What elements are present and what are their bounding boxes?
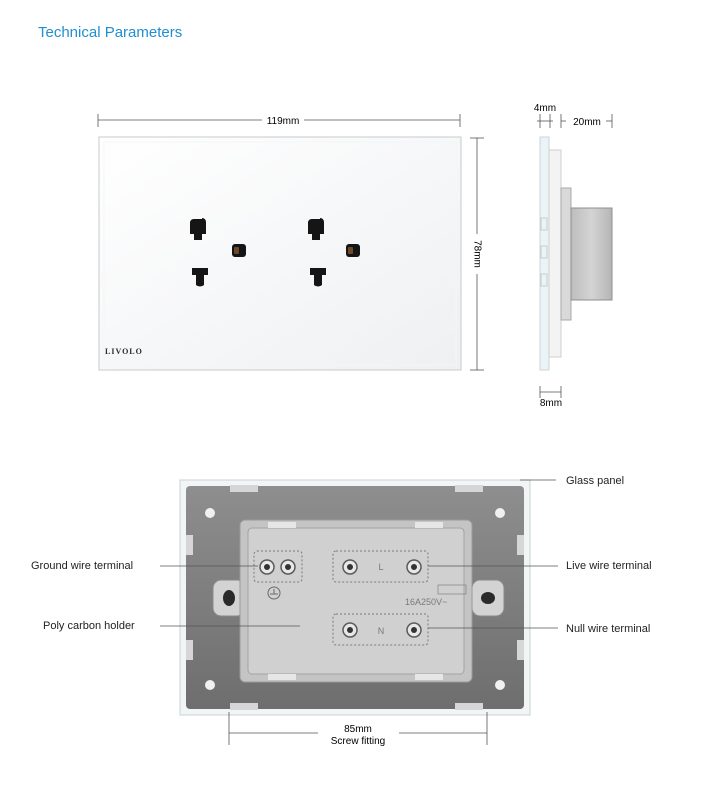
back-view [179,479,531,716]
side-dimensions [537,114,613,398]
front-height-dimension [470,137,484,371]
brand-logo-text: LIVOLO [105,347,143,356]
glass-panel-label: Glass panel [566,475,625,487]
outlet-left [190,218,246,287]
side-base-label: 8mm [540,398,562,409]
screw-fitting-label: Screw fitting [331,736,385,747]
side-depth-label: 20mm [573,117,601,128]
rating-mark: 16A250V~ [405,597,447,607]
side-view [539,136,613,371]
screw-dim-label: 85mm [344,724,372,735]
front-width-dimension [97,113,461,127]
leader-lines [160,479,558,629]
poly-holder-label: Poly carbon holder [43,620,135,632]
page-title: Technical Parameters [38,24,183,41]
ground-wire-label: Ground wire terminal [31,560,134,572]
live-wire-label: Live wire terminal [566,560,652,572]
front-plate [98,136,462,371]
screw-fitting-dimension [228,712,488,745]
front-width-label: 119mm [267,116,300,127]
outlet-right [308,218,360,287]
null-wire-label: Null wire terminal [566,623,651,635]
side-glass-label: 4mm [534,103,556,114]
live-mark: L [378,562,383,572]
front-height-label: 78mm [471,240,482,268]
null-mark: N [378,626,385,636]
